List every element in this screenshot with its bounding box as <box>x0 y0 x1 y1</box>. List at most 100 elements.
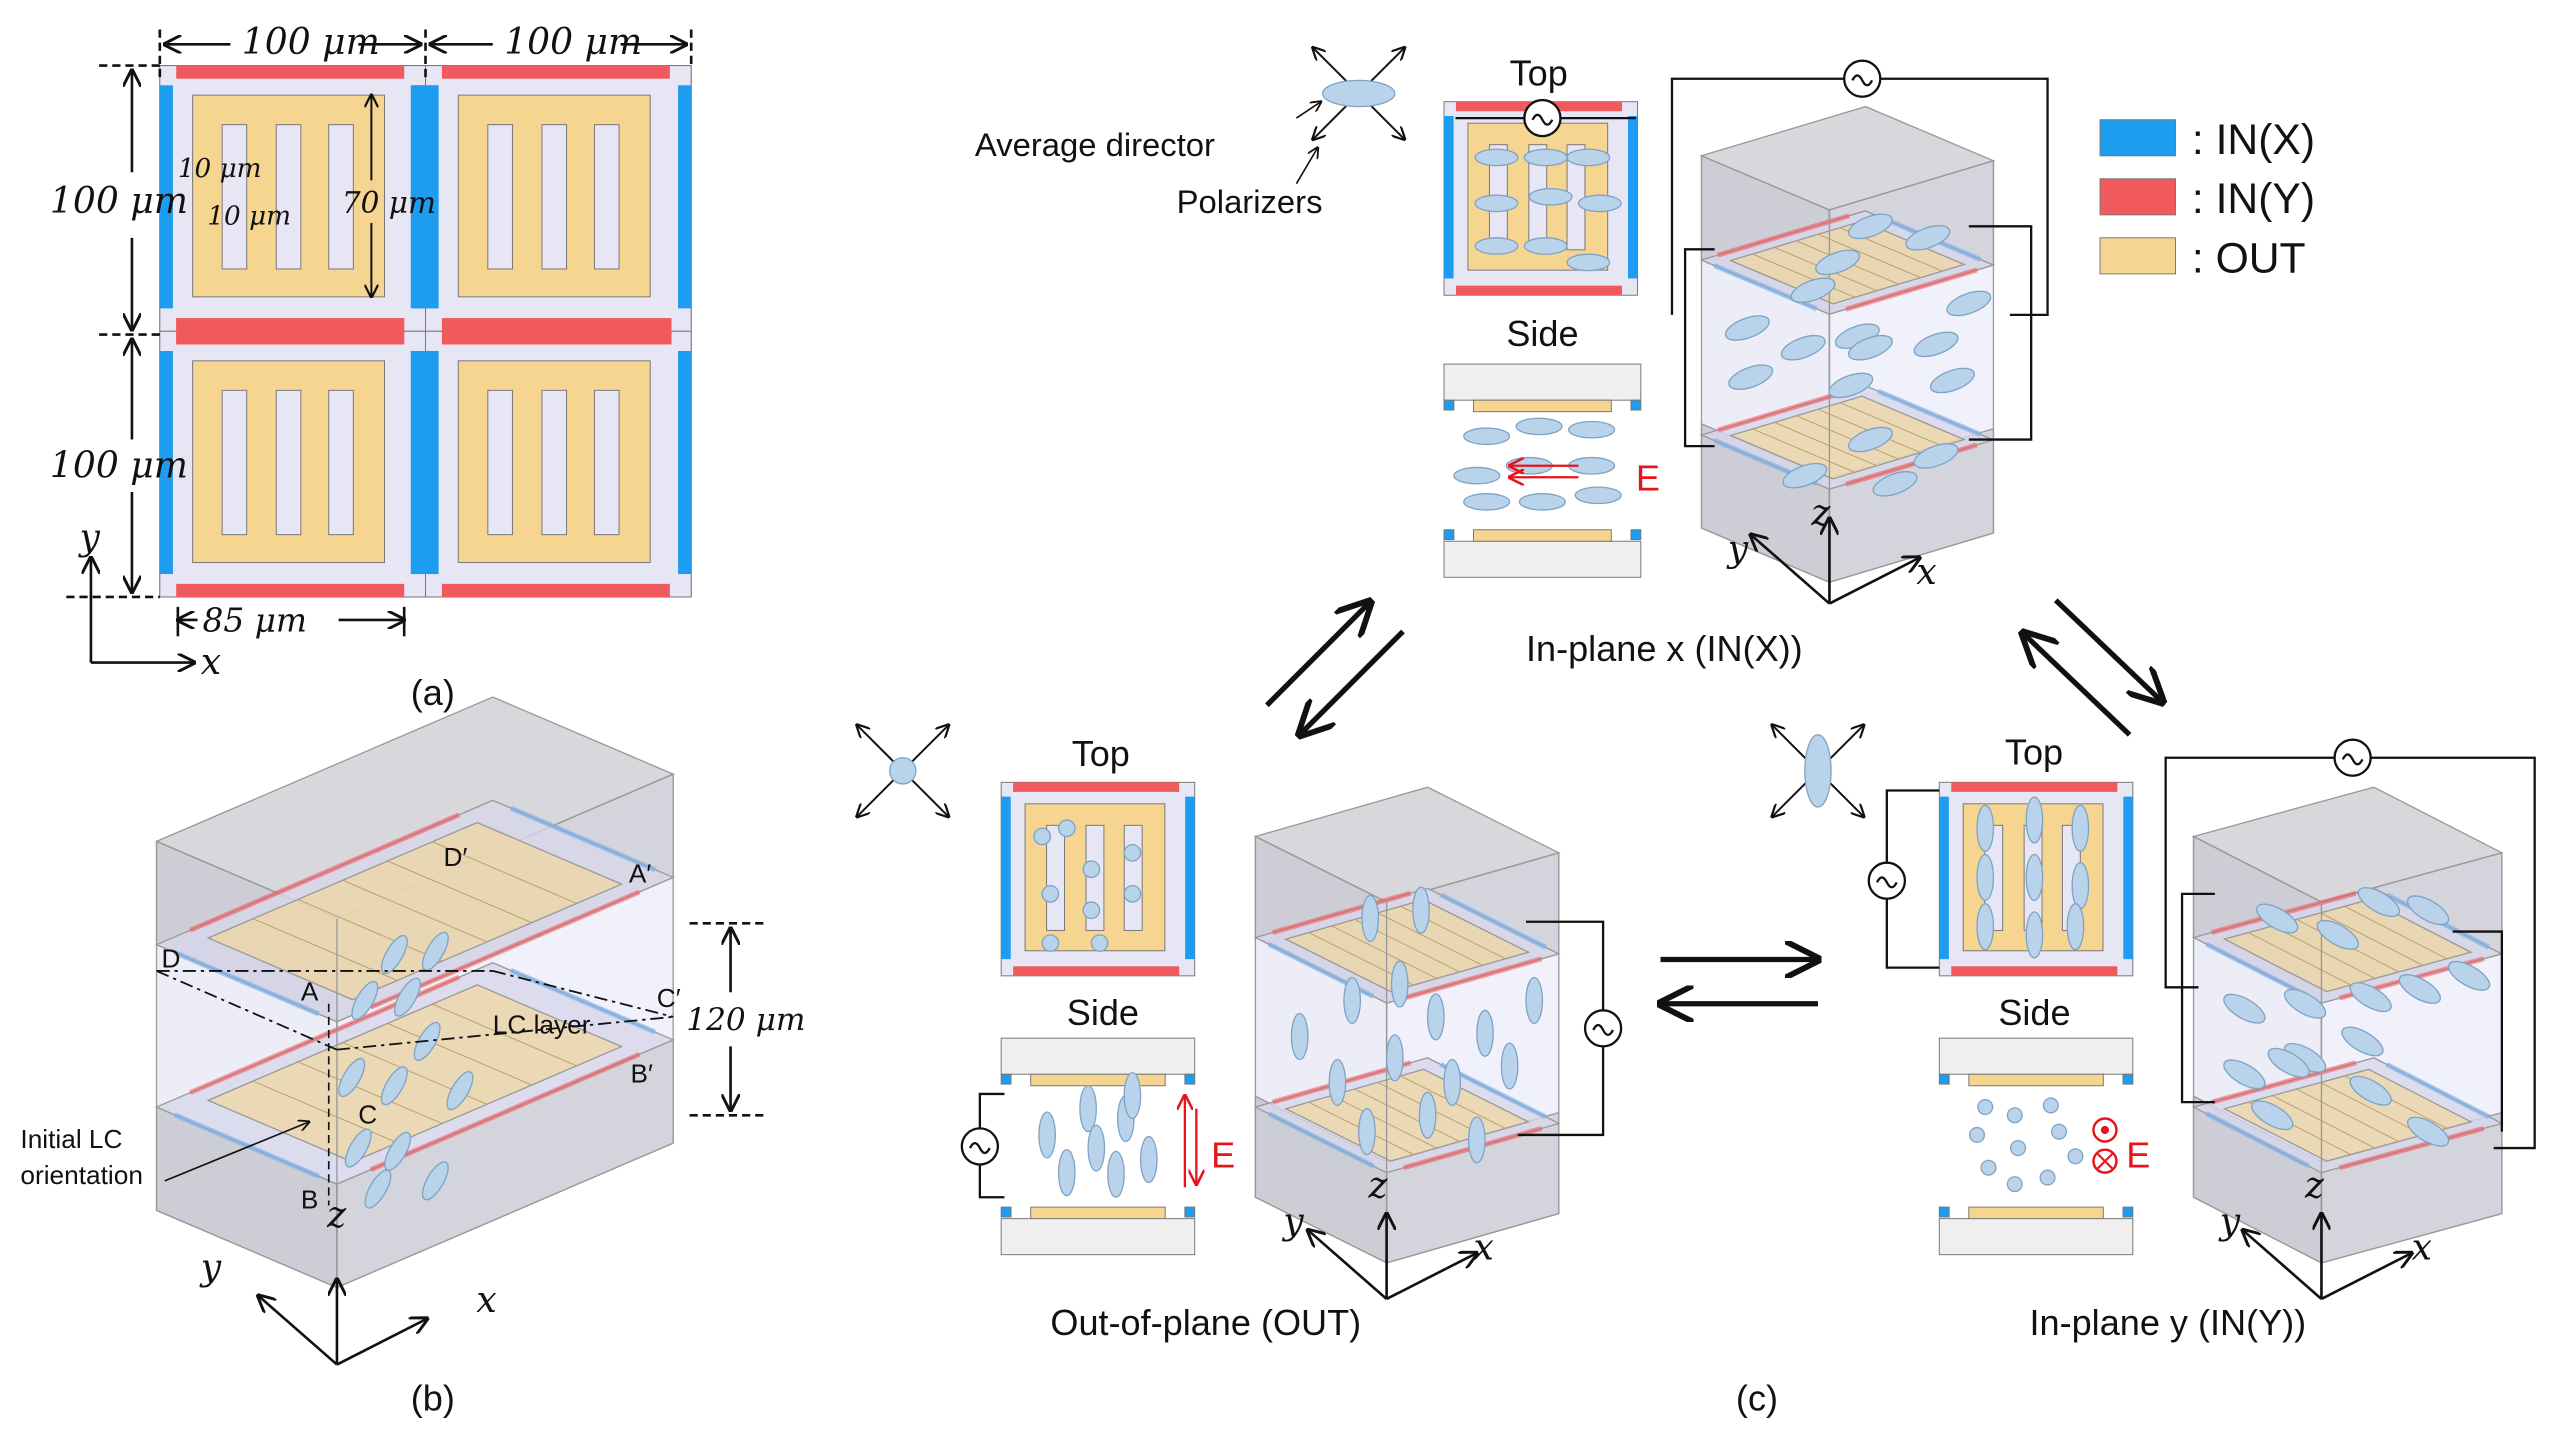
in-y-top-label: Top <box>2005 731 2063 772</box>
lc-molecule <box>1123 1071 1142 1120</box>
lc-molecule <box>1328 1058 1347 1107</box>
in-x-side-in-x-electrode <box>1443 399 1455 411</box>
axis-x-label: x <box>476 1279 496 1321</box>
lc-molecule <box>2447 960 2491 991</box>
thickness-label: 120 μm <box>686 1002 805 1038</box>
lc-molecule <box>2357 887 2401 918</box>
lc-molecule <box>1290 1012 1309 1061</box>
lc-molecule <box>2066 903 2085 951</box>
cut-plane-line <box>336 1015 674 1051</box>
lc-molecule <box>1566 253 1611 272</box>
lc-molecule <box>1500 1042 1519 1090</box>
in-y-top-view-in-x-electrode <box>1939 796 1949 960</box>
lc-molecule <box>1079 1085 1097 1133</box>
in-x-axes-y-arrow <box>1751 535 1831 605</box>
in-y-axes-x-arrow <box>2320 1253 2411 1301</box>
legend: : IN(X) : IN(Y) : OUT <box>2192 116 2315 282</box>
cell-2-slot <box>487 124 513 270</box>
out-top-view-in-x-electrode <box>1185 796 1195 960</box>
in-y-axis-x: x <box>2412 1227 2432 1269</box>
lc-layer-label: LC layer <box>493 1009 591 1039</box>
cell-2-in-y-electrode <box>441 65 670 79</box>
label-d: D <box>161 944 180 974</box>
lc-molecule <box>446 1071 474 1111</box>
in-y-field-label: E <box>2126 1135 2150 1176</box>
cell-2-in-x-electrode <box>678 85 692 309</box>
dim-pad-width: 85 μm <box>202 601 307 639</box>
dim-gap-1: 10 μm <box>178 154 262 184</box>
out-box-electrode-grid <box>1377 912 1483 966</box>
panel-b-box-electrode-grid <box>432 1003 577 1067</box>
panel-b: D′ A′ D A C′ B′ C B LC layer 120 μm Init… <box>20 842 805 1419</box>
lc-molecule <box>1518 493 1567 511</box>
dim-inner-height: 70 μm <box>342 186 436 220</box>
average-director-label: Average director <box>975 126 1215 163</box>
axis-y-label: y <box>199 1246 222 1288</box>
lc-molecule <box>1566 148 1611 167</box>
in-x-box-electrode-grid <box>1839 402 1943 447</box>
out-top-view-slot <box>1123 824 1143 931</box>
lc-molecule <box>1523 148 1568 167</box>
lc-molecule <box>2406 1116 2450 1147</box>
lc-molecule <box>2223 1059 2266 1090</box>
lc-molecule <box>2341 1026 2384 1057</box>
in-y-axes-y-arrow <box>2243 1230 2323 1300</box>
out-box-electrode-grid <box>1331 1095 1437 1149</box>
initial-lc-label-2: orientation <box>20 1160 143 1190</box>
lc-molecule <box>1525 976 1544 1025</box>
in-y-wire <box>1885 898 1940 969</box>
in-x-side-label: Side <box>1506 313 1578 354</box>
cell-2-slot <box>541 124 568 270</box>
lc-molecule <box>2349 982 2392 1013</box>
lc-molecule <box>1872 471 1918 497</box>
lc-molecule <box>1976 853 1995 902</box>
field-out-of-page-icon <box>2092 1117 2118 1143</box>
in-y-side-top-substrate <box>1938 1037 2134 1075</box>
lc-molecule <box>1412 886 1430 934</box>
out-wire <box>978 1092 1005 1129</box>
panel-b-box-electrode-grid <box>432 841 577 904</box>
in-y-box-in-x-electrode <box>2205 941 2310 999</box>
panel-b-box-electrode-grid <box>342 879 488 943</box>
cell-1-in-y-electrode <box>176 65 405 79</box>
in-y-axis-y: y <box>2218 1200 2241 1242</box>
lc-molecule <box>1969 1126 1986 1143</box>
transition-arrow-in-x-in-y <box>2023 633 2132 737</box>
in-y-box-electrode-grid <box>2272 1095 2376 1149</box>
cell-4-in-y-electrode <box>441 583 670 597</box>
lc-molecule <box>1782 462 1828 489</box>
in-x-box-in-y-electrode <box>1717 388 1850 433</box>
in-y-wire <box>1885 789 1940 863</box>
lc-molecule <box>421 931 449 971</box>
out-director-icon <box>889 757 917 785</box>
dim-height-1: 100 μm <box>50 180 188 222</box>
lc-molecule <box>338 1057 366 1098</box>
panel-b-box-in-x-electrode <box>173 950 320 1017</box>
lc-molecule <box>1123 843 1142 862</box>
out-box-in-x-electrode <box>1439 892 1547 950</box>
out-box-electrode-grid <box>1331 925 1437 979</box>
in-x-top-label: Top <box>1510 52 1568 93</box>
lc-molecule <box>2042 1097 2059 1114</box>
lc-molecule <box>2223 993 2266 1024</box>
pointer-line <box>164 1122 309 1182</box>
in-y-box-electrode-grid <box>2296 1088 2400 1142</box>
out-top-view-in-y-electrode <box>1013 966 1180 976</box>
pointer-line <box>1295 102 1321 119</box>
lc-molecule <box>1041 934 1060 952</box>
in-x-side-bottom-substrate <box>1443 540 1642 578</box>
out-side-label: Side <box>1067 992 1139 1033</box>
in-y-top-view-in-y-electrode <box>1951 782 2118 792</box>
out-axis-x: x <box>1474 1227 1494 1269</box>
dim-gap-2: 10 μm <box>207 202 291 232</box>
in-x-top-ac-wave-icon <box>1531 113 1554 126</box>
in-y-side-in-x-electrode <box>2122 1073 2134 1085</box>
lc-molecule <box>1418 1091 1437 1139</box>
legend-swatch <box>2099 237 2176 275</box>
cut-plane-line <box>156 970 338 1051</box>
out-side-in-x-electrode <box>1000 1073 1012 1085</box>
in-y-wire <box>2370 756 2536 1150</box>
in-x-side-in-x-electrode <box>1630 399 1642 411</box>
in-x-box-in-y-electrode <box>1717 213 1850 258</box>
cell-3-in-x-electrode <box>159 350 173 575</box>
